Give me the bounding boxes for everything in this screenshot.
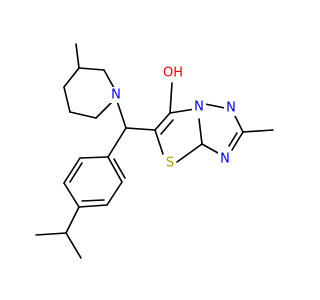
bond — [116, 100, 127, 129]
bond — [107, 127, 127, 158]
bond — [75, 43, 80, 69]
bond — [69, 111, 97, 119]
thiazole-sulfur: S — [166, 156, 174, 171]
bond — [65, 206, 80, 234]
bond — [242, 129, 274, 133]
piperidine-nitrogen: N — [111, 88, 121, 103]
bond — [103, 69, 115, 89]
atom-labels: OH N N N N S — [110, 64, 238, 171]
bond — [204, 103, 226, 109]
bond — [63, 67, 80, 88]
bond — [63, 157, 81, 184]
bond — [78, 67, 105, 71]
bond — [176, 143, 203, 163]
ring-nitrogen-n1: N — [194, 100, 204, 115]
bond — [69, 162, 83, 183]
hydroxyl-label: OH — [160, 64, 186, 82]
bond — [65, 232, 82, 259]
bond — [35, 232, 67, 236]
bond — [154, 129, 164, 155]
bond — [231, 131, 244, 151]
bond — [106, 181, 123, 206]
piperidine-nitrogen-label: N — [110, 87, 122, 103]
ring-nitrogen-n4: N — [220, 152, 230, 167]
thiazole-sulfur-label: S — [163, 155, 176, 171]
ring-nitrogen-n2: N — [226, 101, 236, 116]
ring-nitrogen-n1-label: N — [192, 99, 206, 115]
bond — [154, 112, 171, 131]
bond — [160, 119, 174, 135]
bond — [169, 82, 173, 114]
bond — [228, 132, 238, 147]
bond — [107, 156, 123, 183]
ring-nitrogen-n4-label: N — [218, 151, 232, 167]
chemical-structure-diagram: OH N N N N S — [35, 43, 274, 259]
bond — [234, 115, 244, 133]
bond — [63, 182, 80, 208]
hydroxyl-oxygen: OH — [163, 66, 183, 81]
bond — [125, 127, 156, 131]
bond — [79, 156, 109, 159]
bond — [63, 86, 71, 113]
bonds — [35, 43, 274, 259]
bond — [78, 204, 108, 208]
bond — [81, 199, 105, 202]
bond — [201, 143, 219, 154]
ring-nitrogen-n2-label: N — [224, 100, 238, 116]
bond — [198, 118, 203, 145]
bond — [113, 158, 126, 179]
bond — [169, 108, 196, 114]
